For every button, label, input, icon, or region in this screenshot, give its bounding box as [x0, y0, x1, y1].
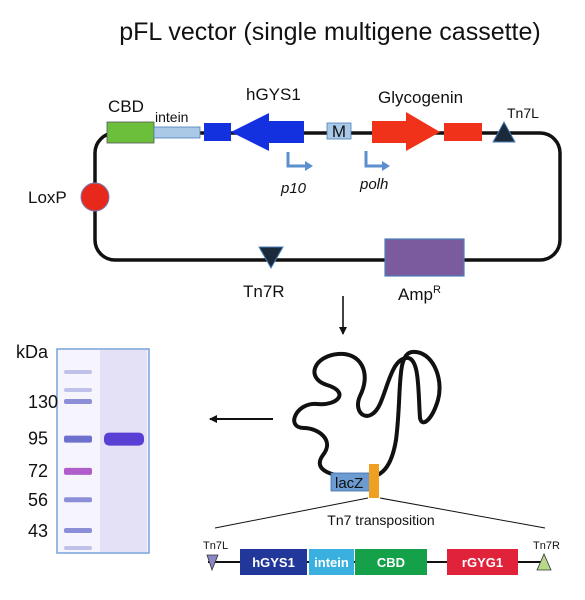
- polh-promoter-arrow: [364, 151, 384, 168]
- hgys1-block: [204, 123, 231, 141]
- cbd-block: [106, 121, 155, 144]
- ampr-label: AmpR: [398, 284, 441, 304]
- cassette-tn7r-site: [536, 553, 552, 571]
- cassette-box-rgyg1: [447, 549, 518, 575]
- loxp-circle: [80, 182, 110, 212]
- gel-sample-lane: [100, 350, 147, 552]
- ladder-tick-label: 130: [28, 392, 58, 412]
- polh-label: polh: [359, 176, 388, 193]
- transposition-line-left: [214, 497, 369, 529]
- ladder-tick-label: 95: [28, 429, 48, 449]
- gel-sample-bands: [104, 432, 144, 446]
- cassette-label-intein: intein: [314, 555, 349, 570]
- hgys1-label: hGYS1: [246, 85, 301, 104]
- tn7l-triangle: [492, 120, 516, 143]
- vector-backbone: [93, 131, 562, 262]
- lacz-label: lacZ: [335, 475, 363, 492]
- cassette-label-hgys1: hGYS1: [252, 555, 295, 570]
- cassette-tn7l-label: Tn7L: [203, 540, 228, 552]
- sample-band: [104, 432, 144, 446]
- gel-ladder-bands: [64, 370, 92, 550]
- cassette-tn7r-label: Tn7R: [533, 540, 560, 552]
- ladder-band: [64, 388, 92, 392]
- ladder-band: [64, 546, 92, 550]
- m-box: [326, 122, 352, 140]
- cassette-tn7l-site: [206, 554, 219, 572]
- gel-ladder-ticks: 130 95 72 56 43: [28, 392, 58, 541]
- tn7r-label: Tn7R: [243, 282, 285, 301]
- ladder-band: [64, 528, 92, 533]
- polh-promoter-head: [382, 161, 390, 171]
- ladder-band: [64, 467, 92, 475]
- tn7r-triangle: [258, 246, 284, 270]
- ampr-block: [384, 238, 465, 277]
- m-label: M: [332, 122, 346, 141]
- intein-block: [153, 126, 201, 139]
- hgys1-arrow: [231, 113, 304, 151]
- glycogenin-block: [444, 123, 482, 141]
- p10-promoter-arrow: [286, 152, 307, 168]
- cassette-label-rgyg1: rGYG1: [462, 555, 503, 570]
- ladder-band: [64, 497, 92, 503]
- p10-promoter-head: [305, 161, 313, 171]
- cbd-label: CBD: [108, 97, 144, 116]
- tn7-transposition-label: Tn7 transposition: [327, 512, 434, 528]
- ladder-tick-label: 43: [28, 521, 48, 541]
- ampr-superscript: R: [433, 284, 441, 296]
- intein-label: intein: [155, 109, 188, 125]
- glycogenin-label: Glycogenin: [378, 88, 463, 107]
- loxp-label: LoxP: [28, 188, 67, 207]
- bacmid-squiggle: [292, 349, 442, 480]
- ladder-band: [64, 435, 92, 443]
- glycogenin-arrow: [372, 112, 440, 151]
- lacz-insertion-mark: [369, 464, 379, 498]
- transposition-line-right: [379, 497, 546, 529]
- kda-label: kDa: [16, 342, 49, 362]
- cassette-box-hgys1: [240, 549, 307, 575]
- ladder-band: [64, 370, 92, 374]
- tn7l-label: Tn7L: [507, 105, 539, 121]
- ladder-band: [64, 399, 92, 404]
- cassette-box-intein: [309, 549, 354, 575]
- ladder-tick-label: 72: [28, 461, 48, 481]
- cassette: Tn7L hGYS1 intein CBD rGYG1 Tn7R: [203, 540, 560, 575]
- figure-title: pFL vector (single multigene cassette): [119, 18, 540, 46]
- cassette-label-cbd: CBD: [377, 555, 405, 570]
- p10-label: p10: [280, 180, 307, 197]
- cassette-box-cbd: [355, 549, 427, 575]
- ladder-tick-label: 56: [28, 490, 48, 510]
